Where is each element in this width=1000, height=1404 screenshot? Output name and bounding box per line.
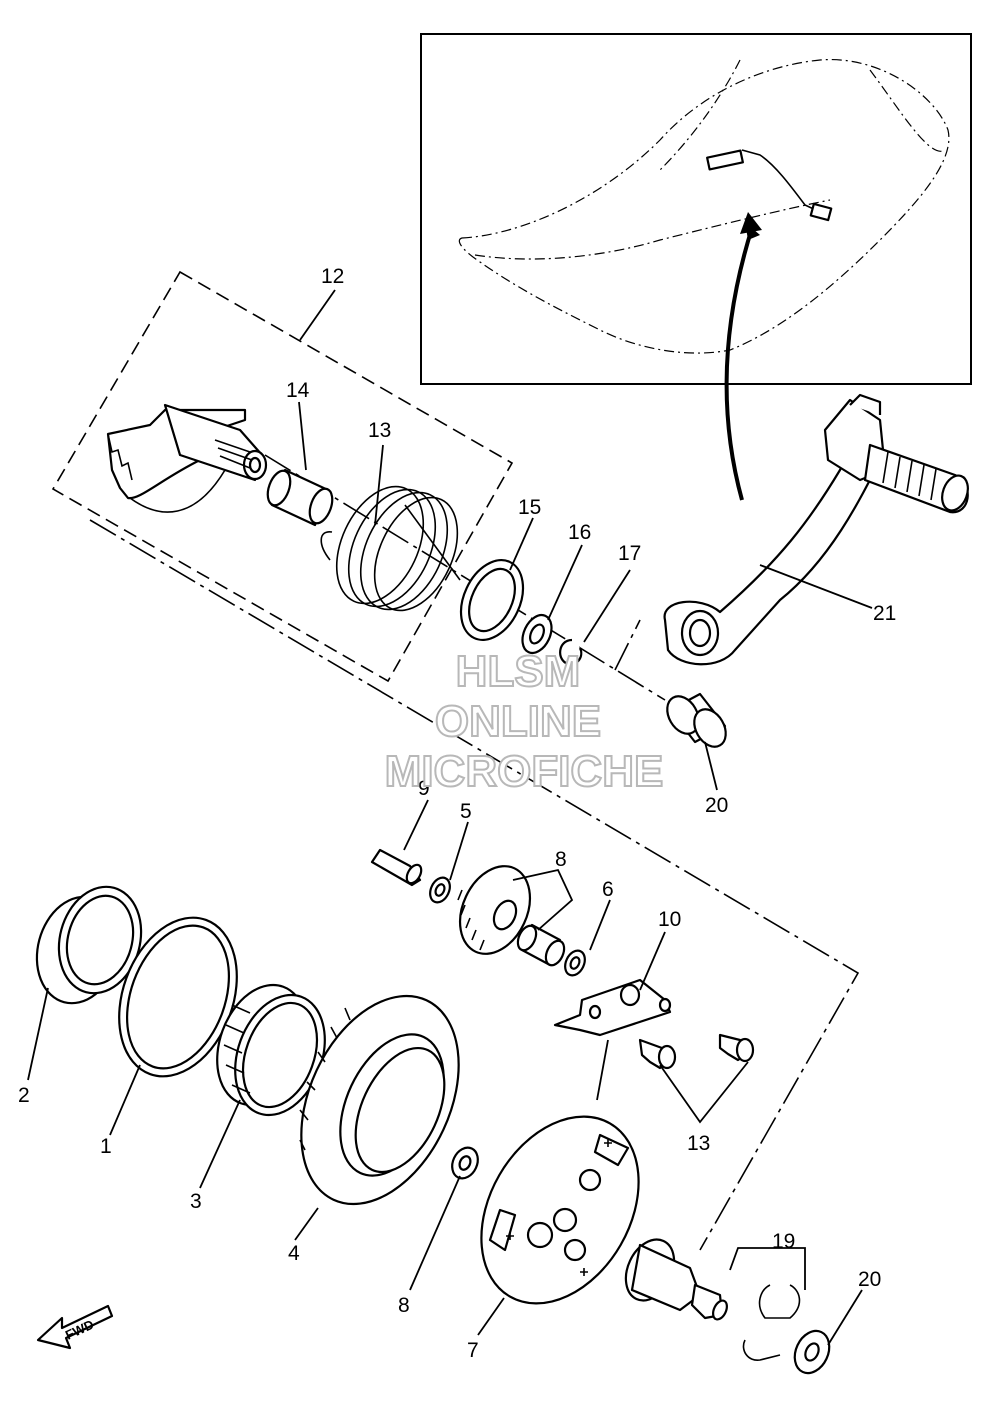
washer-5-lower — [564, 949, 586, 977]
kick-axle — [106, 403, 268, 513]
kick-axle-collar — [266, 468, 334, 527]
screw-11-a — [638, 1038, 677, 1070]
oil-seal — [35, 885, 143, 1005]
washer-5-upper — [429, 876, 451, 904]
callout-15: 15 — [518, 496, 541, 519]
callout-18: 19 — [772, 1230, 795, 1253]
callout-4: 4 — [288, 1242, 300, 1265]
starter-wheel-gear — [299, 994, 460, 1206]
callout-14: 14 — [286, 379, 310, 402]
watermark-line-3: MICROFICHE — [385, 747, 664, 796]
kick-drive-gear — [624, 1238, 728, 1321]
seat-inset — [420, 33, 972, 501]
callout-6: 7 — [467, 1339, 479, 1362]
callout-12: 12 — [321, 265, 344, 288]
callout-21: 21 — [873, 602, 896, 625]
kick-idle-gear — [457, 865, 532, 955]
needle-bearing — [516, 923, 566, 967]
shim-1 — [118, 916, 238, 1078]
callout-20: 20 — [705, 794, 728, 817]
washer-19 — [793, 1329, 831, 1375]
callout-2: 2 — [18, 1084, 30, 1107]
leader-lines — [27, 289, 873, 1346]
callout-5-upper: 5 — [460, 800, 472, 823]
torsion-spring — [320, 485, 461, 612]
circlip-17 — [559, 638, 583, 666]
washer-7 — [451, 1146, 479, 1180]
screw-11-b — [718, 1033, 755, 1063]
one-way-clutch — [216, 983, 326, 1117]
kick-crank — [663, 393, 969, 666]
spring-cover-ring — [459, 559, 525, 641]
callout-3: 3 — [190, 1190, 202, 1213]
fwd-label: FWD — [63, 1317, 96, 1343]
cap-20 — [666, 692, 727, 748]
clutch-housing — [480, 1115, 640, 1305]
ratchet-guide-plate — [553, 978, 672, 1037]
pin-9 — [370, 848, 423, 887]
kick-axle-assembly-box — [51, 270, 514, 683]
clip-18 — [742, 1284, 801, 1361]
callout-16: 16 — [568, 521, 591, 544]
watermark-line-1: HLSM — [456, 647, 581, 696]
callout-5-lower: 6 — [602, 878, 614, 901]
watermark-line-2: ONLINE — [435, 697, 601, 746]
forward-direction-arrow: FWD — [36, 1304, 114, 1350]
callout-numbers: 12 14 13 15 16 17 21 20 9 5 8 6 10 13 2 … — [18, 265, 896, 1362]
callout-8: 8 — [555, 848, 567, 871]
assembly-axis-lines — [89, 454, 860, 1251]
callout-1: 1 — [100, 1135, 112, 1158]
callout-7: 8 — [398, 1294, 410, 1317]
callout-9: 9 — [418, 777, 430, 800]
callout-19: 20 — [858, 1268, 881, 1291]
washer-16 — [521, 613, 553, 655]
callout-13: 13 — [368, 419, 391, 442]
callout-11: 13 — [687, 1132, 710, 1155]
watermark: HLSM ONLINE MICROFICHE — [384, 646, 665, 797]
callout-17: 17 — [618, 542, 641, 565]
callout-10: 10 — [658, 908, 681, 931]
